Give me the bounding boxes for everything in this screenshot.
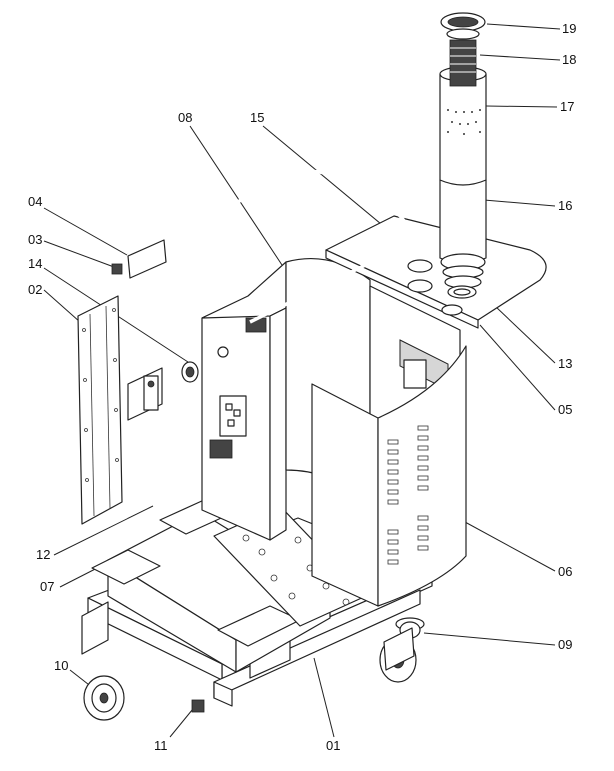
label-03: 03 — [28, 232, 42, 247]
label-14: 14 — [28, 256, 42, 271]
cap-11 — [191, 699, 205, 713]
label-04: 04 — [28, 194, 42, 209]
label-19: 19 — [562, 21, 576, 36]
label-07: 07 — [40, 579, 54, 594]
label-06: 06 — [558, 564, 572, 579]
door-panel-02 — [77, 295, 123, 525]
label-12: 12 — [36, 547, 50, 562]
vent-dots — [447, 109, 481, 135]
gauge-14 — [181, 361, 199, 383]
wheel-10 — [83, 675, 125, 721]
part-labels: 19 18 17 16 13 05 06 09 01 11 10 07 12 0… — [28, 21, 576, 753]
ring-13 — [447, 285, 477, 299]
label-17: 17 — [560, 99, 574, 114]
label-05: 05 — [558, 402, 572, 417]
left-cabinet-08 — [201, 261, 287, 541]
label-08: 08 — [178, 110, 192, 125]
label-16: 16 — [558, 198, 572, 213]
label-11: 11 — [154, 738, 168, 753]
front-cabinet-06 — [311, 345, 467, 607]
label-13: 13 — [558, 356, 572, 371]
label-09: 09 — [558, 637, 572, 652]
caster-09 — [379, 617, 425, 683]
label-02: 02 — [28, 282, 42, 297]
ring-15 — [407, 259, 433, 273]
filter-column — [439, 12, 487, 289]
handle-tube — [111, 169, 409, 324]
label-01: 01 — [326, 738, 340, 753]
lock-12 — [127, 367, 163, 421]
top-plate-05 — [325, 215, 547, 329]
vent-slots — [387, 425, 429, 565]
label-15: 15 — [250, 110, 264, 125]
label-10: 10 — [54, 658, 68, 673]
label-18: 18 — [562, 52, 576, 67]
